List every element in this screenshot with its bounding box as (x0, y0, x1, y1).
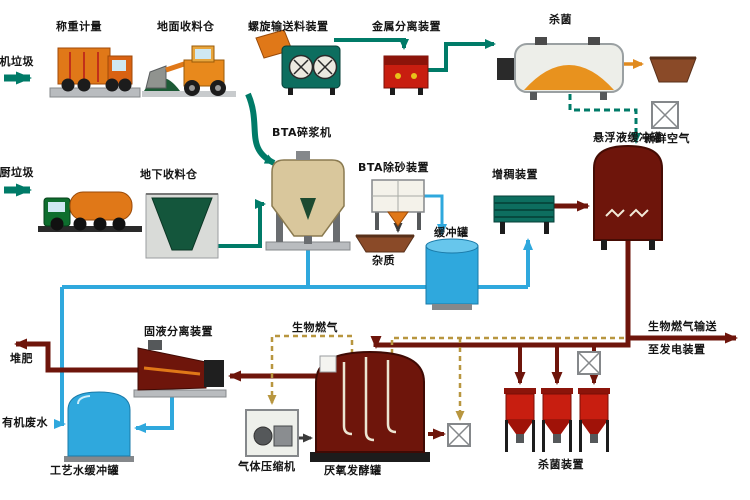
sterilizer-tank (497, 37, 624, 100)
label-organic-waste: 有机垃圾 (0, 55, 34, 68)
label-grit-removal: BTA除砂装置 (358, 161, 430, 174)
suspension-buffer-tank (593, 144, 663, 250)
flow-to-process-water-tank (54, 287, 66, 429)
thickener-unit (493, 195, 555, 234)
label-thickener: 增稠装置 (492, 168, 538, 181)
screw-feeder-machine (255, 29, 341, 95)
metal-separator-unit (383, 55, 429, 95)
tanker-truck (38, 191, 142, 232)
label-separator: 固液分离装置 (144, 325, 213, 338)
label-buffer-tank: 缓冲罐 (434, 226, 469, 239)
label-gas-compressor: 气体压缩机 (238, 460, 296, 473)
bta-pulper (265, 151, 351, 251)
weighing-station (49, 47, 141, 98)
flow-grit-unit-to-buffer-tank (424, 194, 447, 236)
process-water-tank (64, 391, 134, 462)
fresh-air-exchanger (651, 101, 679, 129)
anaerobic-digester (310, 350, 430, 462)
solid-liquid-separator (133, 340, 227, 398)
sterilization-hopper-3 (578, 388, 610, 452)
label-underground-bin: 地下收料仓 (140, 168, 198, 181)
label-screw-feeder: 螺旋输送料装置 (248, 20, 329, 33)
label-suspension-tank: 悬浮液缓冲罐 (593, 131, 662, 144)
label-biogas: 生物燃气 (292, 321, 338, 334)
label-food-waste: 餐厨垃圾 (0, 166, 34, 179)
flow-separator-liquid-out (134, 397, 174, 433)
flow-suspension-to-digester (370, 240, 631, 349)
label-process-water-tank: 工艺水缓冲罐 (50, 464, 119, 477)
label-fresh-air: 新鲜空气 (644, 132, 690, 145)
label-sterilization-units: 杀菌装置 (538, 458, 584, 471)
sterilization-hopper-2 (541, 388, 573, 452)
flow-lines (4, 38, 738, 443)
flow-biogas-to-compressor (267, 334, 354, 405)
label-sterilizer: 杀菌 (549, 13, 572, 26)
flow-bin-to-pulper (218, 199, 266, 248)
impurities-container (355, 234, 415, 253)
label-weighing: 称重计量 (56, 20, 102, 33)
flow-to-pulper-curve (245, 92, 276, 166)
flow-biogas-line (390, 336, 628, 354)
ground-receiving-area (142, 45, 236, 97)
gas-compressor-unit (245, 409, 299, 457)
heat-exchanger-box-2 (447, 423, 471, 447)
flow-compost-out (14, 338, 138, 373)
label-ground-bin: 地面收料仓 (157, 20, 215, 33)
flow-metal-separator-to-sterilizer (428, 39, 496, 72)
label-pulper: BTA碎浆机 (272, 126, 332, 139)
grit-removal-unit (371, 179, 425, 230)
flow-feeder-to-metal-separator (334, 38, 409, 50)
label-compost: 堆肥 (10, 352, 33, 365)
underground-receiving-bin (145, 193, 219, 259)
buffer-tank (425, 238, 479, 310)
label-organic-wastewater: 有机废水 (2, 416, 48, 429)
label-metal-separator: 金属分离装置 (372, 20, 441, 33)
sterilization-hopper-1 (504, 388, 536, 452)
label-biogas-export-1: 生物燃气输送 (648, 320, 717, 333)
residue-container (649, 56, 697, 83)
label-digester: 厌氧发酵罐 (324, 464, 382, 477)
label-biogas-export-2: 至发电装置 (648, 343, 706, 356)
heat-exchanger-box-1 (577, 351, 601, 375)
label-impurities: 杂质 (372, 254, 395, 267)
